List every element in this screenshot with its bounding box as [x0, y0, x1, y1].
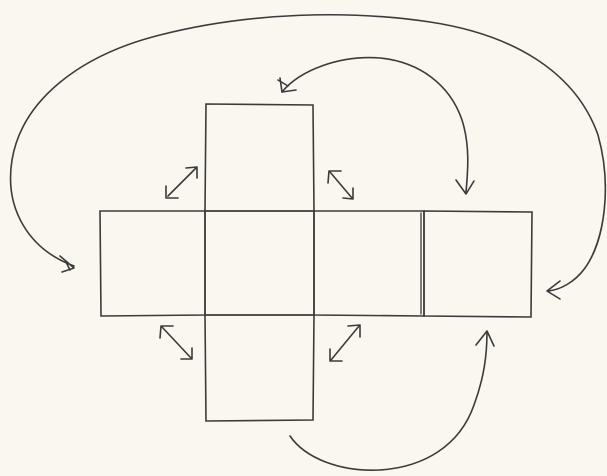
arrow-bottom-left: [159, 325, 193, 360]
arrow-top-left: [165, 166, 198, 199]
arrow-arc-bottom-back: [289, 330, 495, 471]
face-back: [423, 210, 533, 318]
face-front: [204, 210, 315, 316]
short-arrows: [159, 166, 361, 362]
face-bottom: [204, 314, 315, 422]
face-left: [99, 210, 206, 317]
curved-arrows: [9, 13, 607, 471]
arrow-bottom-right: [329, 324, 361, 362]
cube-net: [99, 103, 533, 422]
face-top: [204, 103, 315, 212]
arrow-top-right: [327, 170, 354, 200]
arrow-arc-left-back: [9, 13, 607, 300]
arrow-arc-top-back: [277, 56, 475, 195]
face-right: [313, 210, 425, 317]
